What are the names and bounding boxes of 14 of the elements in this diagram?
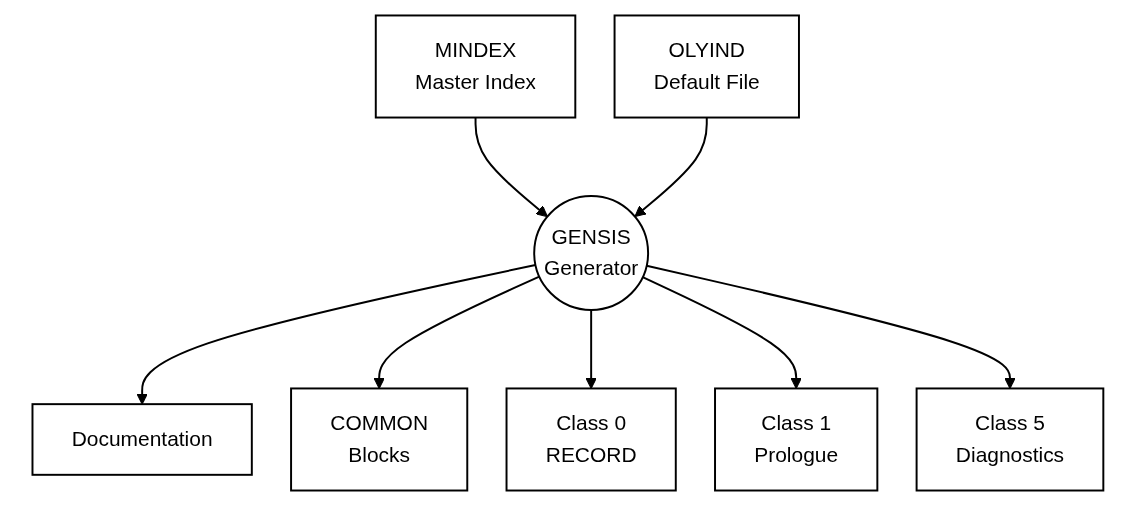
arrow (634, 116, 708, 218)
node-box: Class 5 Diagnostics (915, 387, 1104, 492)
arrow (373, 275, 540, 389)
node-box: COMMON Blocks (289, 387, 468, 492)
arrow (641, 276, 802, 389)
node-box: Documentation (31, 403, 253, 476)
node-box: OLYIND Default File (613, 14, 800, 119)
node-box: Class 0 RECORD (505, 387, 677, 492)
node-circle: GENSIS Generator (532, 195, 649, 311)
arrow (474, 116, 548, 218)
arrow (645, 264, 1016, 389)
node-box: MINDEX Master Index (374, 14, 576, 119)
arrow (585, 308, 597, 389)
node-box: Class 1 Prologue (713, 387, 878, 492)
